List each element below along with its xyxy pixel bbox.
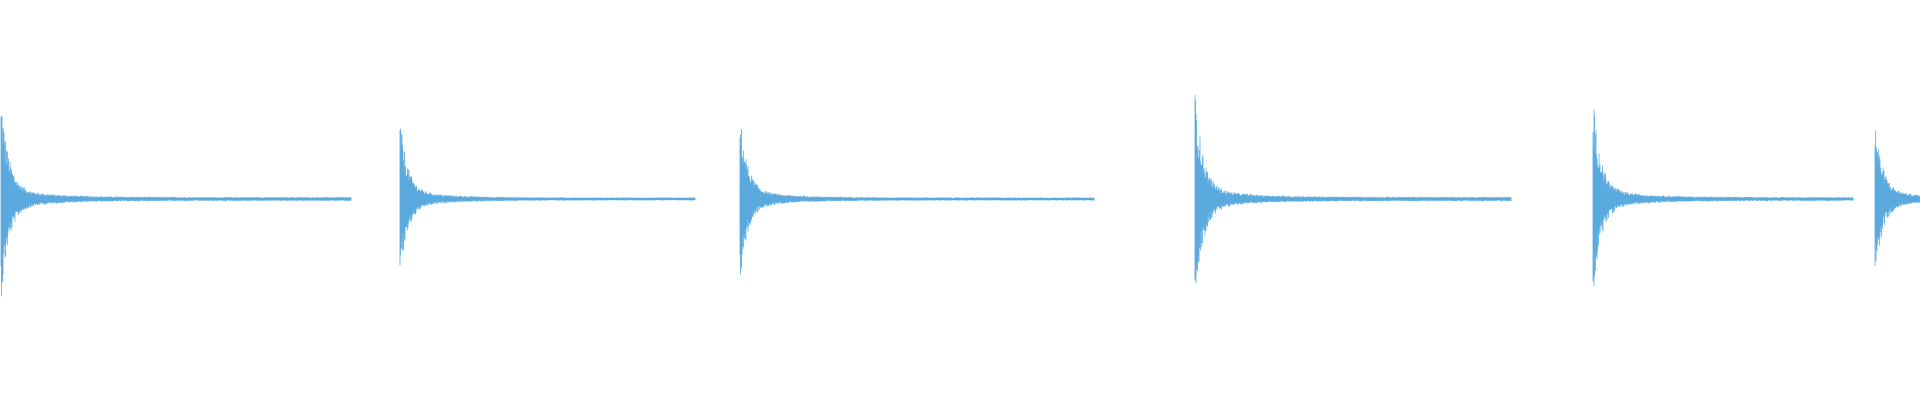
waveform-hit-trace: [739, 129, 1095, 275]
waveform-hit-trace: [1194, 95, 1512, 284]
waveform-hit-3: [739, 129, 1095, 275]
waveform-hit-2: [399, 128, 696, 266]
waveform-hit-1: [0, 115, 352, 297]
waveform-hit-trace: [1592, 109, 1854, 286]
waveform-hit-6: [1874, 130, 1920, 266]
waveform-hit-4: [1194, 95, 1512, 284]
waveform-hit-trace: [399, 128, 696, 266]
waveform-hit-trace: [0, 115, 352, 297]
waveform-hit-5: [1592, 109, 1854, 286]
